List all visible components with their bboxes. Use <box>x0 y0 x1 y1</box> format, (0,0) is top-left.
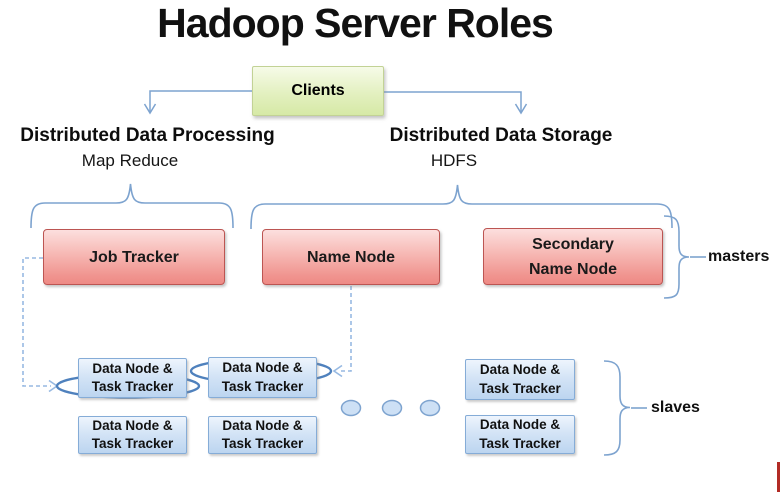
ellipsis-dots <box>340 399 441 417</box>
clients-to-processing-arrow <box>143 90 252 115</box>
secondary-name-node-label-line2: Name Node <box>528 260 618 278</box>
secondary-name-node-label-line1: Secondary <box>532 235 614 253</box>
slave-box-label-line1: Data Node & <box>222 417 303 433</box>
slave-box-label-line1: Data Node & <box>479 417 561 432</box>
clients-to-storage-arrow <box>384 91 528 115</box>
slave-box: Data Node & Task Tracker <box>208 357 317 398</box>
slave-box-label-line2: Task Tracker <box>91 379 174 394</box>
diagram-title: Hadoop Server Roles <box>157 0 554 46</box>
processing-heading: Distributed Data Processing <box>20 125 275 146</box>
name-node-label: Name Node <box>306 248 396 266</box>
slave-box-label-line2: Task Tracker <box>479 380 561 396</box>
slaves-brace <box>603 360 647 456</box>
storage-heading: Distributed Data Storage <box>389 125 613 146</box>
slave-box: Data Node & Task Tracker <box>78 358 187 398</box>
masters-brace <box>663 215 706 299</box>
slave-box-label-line2: Task Tracker <box>221 436 304 451</box>
masters-label: masters <box>708 248 770 265</box>
slave-box: Data Node & Task Tracker <box>208 416 317 454</box>
slave-box: Data Node & Task Tracker <box>78 416 187 454</box>
namenode-to-slaves-dashed-arrow <box>332 286 352 378</box>
job-tracker-box: Job Tracker <box>43 229 225 285</box>
storage-overbrace <box>250 184 673 230</box>
name-node-box: Name Node <box>262 229 440 285</box>
slave-box: Data Node & Task Tracker <box>465 415 575 454</box>
slave-box-label-line2: Task Tracker <box>91 436 174 451</box>
slave-box: Data Node & Task Tracker <box>465 359 575 400</box>
job-tracker-label: Job Tracker <box>89 248 179 266</box>
clients-label: Clients <box>291 82 345 99</box>
clients-box: Clients <box>252 66 384 116</box>
slave-box-label-line1: Data Node & <box>479 362 561 377</box>
mapreduce-label: Map Reduce <box>81 151 179 170</box>
slave-box-label-line1: Data Node & <box>92 417 173 433</box>
secondary-name-node-box: Secondary Name Node <box>483 228 663 285</box>
slave-box-label-line1: Data Node & <box>92 360 173 376</box>
processing-overbrace <box>30 183 234 229</box>
hdfs-label: HDFS <box>430 151 478 170</box>
slave-box-label-line2: Task Tracker <box>221 378 304 394</box>
slave-box-label-line2: Task Tracker <box>479 435 561 451</box>
slaves-label: slaves <box>651 399 700 416</box>
slave-box-label-line1: Data Node & <box>222 360 303 375</box>
